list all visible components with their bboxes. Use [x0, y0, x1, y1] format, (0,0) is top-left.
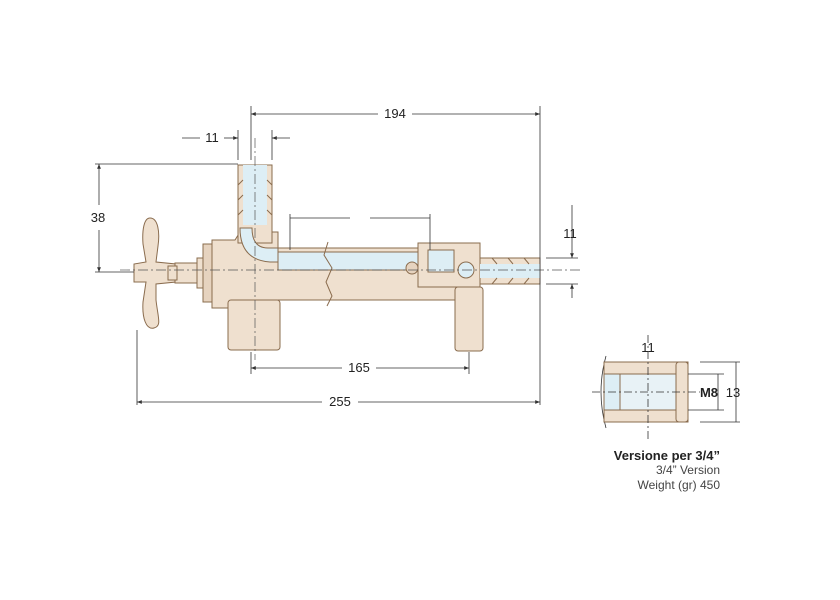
- detail-dim-13: 13: [726, 385, 740, 400]
- dim-11-top: 11: [205, 130, 219, 145]
- bore: [277, 251, 419, 271]
- dim-38: 38: [91, 210, 105, 225]
- caption: Versione per 3/4” 3/4” Version Weight (g…: [614, 448, 720, 493]
- caption-subtitle: 3/4” Version: [655, 463, 720, 477]
- caption-weight: Weight (gr) 450: [637, 478, 720, 492]
- detail-thread-m8: M8: [700, 385, 718, 400]
- dim-255: 255: [329, 394, 351, 409]
- t-handle: [133, 217, 177, 329]
- detail-dim-11: 11: [641, 340, 655, 355]
- right-foot: [454, 286, 484, 352]
- dim-194: 194: [384, 106, 406, 121]
- dim-165: 165: [348, 360, 370, 375]
- handle-stem: [174, 262, 198, 284]
- valve-assembly: [133, 164, 541, 352]
- dim-11-right: 11: [563, 226, 577, 241]
- caption-title: Versione per 3/4”: [613, 448, 720, 463]
- left-foot: [227, 299, 281, 351]
